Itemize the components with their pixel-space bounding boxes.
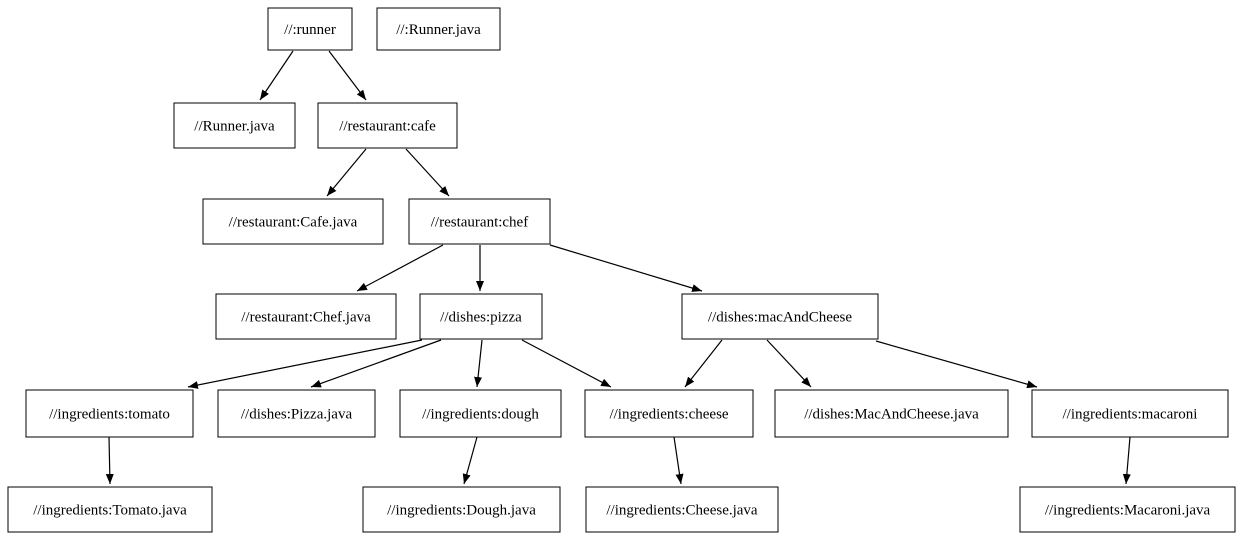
graph-node-box [408,198,551,245]
graph-node-pizza: //dishes:pizza [419,293,543,340]
graph-node-label: //dishes:macAndCheese [708,310,852,326]
nodes-layer: //:runner //:Runner.java //Runner.java //re… [7,7,1236,533]
graph-node-box [1019,486,1236,533]
graph-node-box [7,486,213,533]
graph-node-label: //ingredients:tomato [49,407,170,423]
graph-edge-line [187,339,423,389]
graph-edge-line [673,436,684,485]
graph-node-label: //dishes:MacAndCheese.java [804,407,979,423]
graph-node-mac_and_cheese_java: //dishes:MacAndCheese.java [774,389,1009,438]
graph-edge-chef-to-mac_and_cheese [549,244,703,292]
graph-edge-line [326,148,367,197]
graph-node-chef: //restaurant:chef [408,198,551,245]
graph-node-label: //ingredients:dough [422,407,539,423]
graph-node-label: //ingredients:cheese [609,407,728,423]
graph-node-box [362,486,561,533]
graph-node-runner_java: //Runner.java [173,102,296,149]
graph-edge-line [259,50,294,101]
graph-edge-cheese-to-cheese_java [673,436,684,485]
graph-node-label: //Runner.java [194,119,275,135]
graph-node-box [419,293,543,340]
graph-edge-line [405,148,450,197]
graph-node-box [681,293,879,340]
graph-node-label: //ingredients:Dough.java [387,503,536,519]
graph-node-box [215,293,397,340]
graph-edge-line [766,339,812,388]
graph-edge-cafe-to-chef [405,148,450,197]
graph-node-label: //restaurant:Chef.java [241,310,371,326]
graph-node-label: //restaurant:chef [431,215,528,231]
graph-edge-chef-to-chef_java [356,244,444,292]
graph-edge-line [684,339,723,388]
graph-node-mac_and_cheese: //dishes:macAndCheese [681,293,879,340]
graph-edge-line [356,244,444,292]
graph-edge-line [105,436,114,485]
graph-node-box [585,486,779,533]
graph-edge-pizza-to-pizza_java [310,339,442,388]
graph-node-label: //ingredients:macaroni [1063,407,1198,423]
graph-edge-line [328,50,367,101]
graph-edge-runner-to-runner_java [259,50,294,101]
graph-edge-mac_and_cheese-to-macaroni [875,340,1038,389]
graph-node-label: //ingredients:Tomato.java [33,503,187,519]
graph-edge-pizza-to-dough [474,339,483,388]
graph-edge-line [474,339,483,388]
graph-edge-tomato-to-tomato_java [105,436,114,485]
graph-node-tomato: //ingredients:tomato [25,389,194,438]
graph-edge-cafe-to-cafe_java [326,148,367,197]
graph-node-tomato_java: //ingredients:Tomato.java [7,486,213,533]
graph-edge-mac_and_cheese-to-cheese [684,339,723,388]
graph-node-label: //ingredients:Macaroni.java [1045,503,1211,519]
graph-node-box [267,7,353,51]
graph-edge-line [521,339,612,388]
graph-node-box [584,389,754,438]
graph-node-box [25,389,194,438]
graph-edge-pizza-to-tomato [187,339,423,389]
graph-node-chef_java: //restaurant:Chef.java [215,293,397,340]
graph-edge-runner-to-cafe [328,50,367,101]
graph-edge-line [1122,436,1131,485]
graph-node-box [774,389,1009,438]
graph-node-runner_java_top: //:Runner.java [376,7,501,51]
graph-node-label: //:runner [284,22,336,38]
graph-node-box [317,102,458,149]
graph-node-label: //:Runner.java [396,22,481,38]
graph-edge-line [462,436,478,485]
graph-edge-macaroni-to-macaroni_java [1122,436,1131,485]
graph-node-macaroni: //ingredients:macaroni [1031,389,1229,438]
edges-layer [105,50,1131,485]
graph-node-box [399,389,562,438]
graph-node-cafe: //restaurant:cafe [317,102,458,149]
graph-edge-line [875,340,1038,389]
graph-node-label: //dishes:pizza [440,310,522,326]
graph-node-pizza_java: //dishes:Pizza.java [217,389,376,438]
graph-edge-mac_and_cheese-to-mac_and_cheese_java [766,339,812,388]
graph-node-macaroni_java: //ingredients:Macaroni.java [1019,486,1236,533]
graph-node-cafe_java: //restaurant:Cafe.java [202,198,384,245]
graph-node-box [173,102,296,149]
graph-node-label: //ingredients:Cheese.java [606,503,758,519]
graph-edge-pizza-to-cheese [521,339,612,388]
graph-node-label: //dishes:Pizza.java [241,407,353,423]
graph-node-dough: //ingredients:dough [399,389,562,438]
graph-node-box [376,7,501,51]
graph-node-cheese: //ingredients:cheese [584,389,754,438]
graph-node-box [202,198,384,245]
graph-node-label: //restaurant:cafe [339,119,436,135]
graph-node-cheese_java: //ingredients:Cheese.java [585,486,779,533]
graph-node-label: //restaurant:Cafe.java [229,215,358,231]
graph-node-box [217,389,376,438]
graph-node-runner: //:runner [267,7,353,51]
graph-node-box [1031,389,1229,438]
graph-node-dough_java: //ingredients:Dough.java [362,486,561,533]
graph-edge-line [310,339,442,388]
graph-edge-dough-to-dough_java [462,436,478,485]
graph-edge-line [549,244,703,292]
